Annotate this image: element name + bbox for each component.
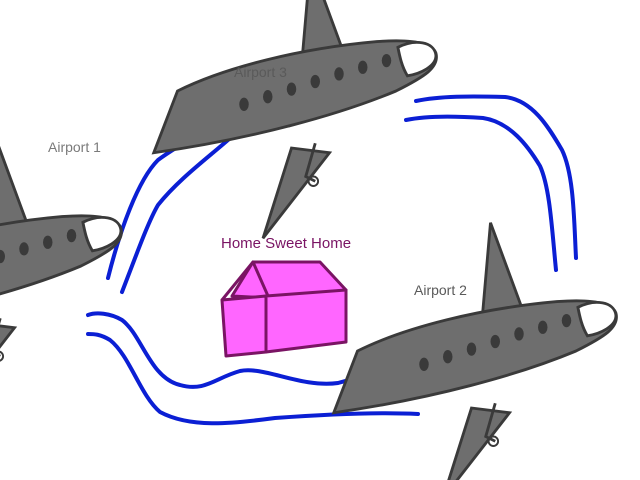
airplane-icon bbox=[0, 136, 123, 415]
route-line-airport2-airport1-upper bbox=[86, 311, 410, 389]
home-label: Home Sweet Home bbox=[221, 235, 352, 252]
airport-1-label: Airport 1 bbox=[48, 139, 101, 155]
route-line-airport3-airport2-outer bbox=[414, 94, 578, 260]
route-line-airport2-airport1-lower bbox=[86, 332, 420, 426]
airplane-icon bbox=[332, 221, 618, 480]
house-icon bbox=[220, 260, 348, 358]
airplane-icon bbox=[152, 0, 438, 240]
airport-3-label: Airport 3 bbox=[234, 64, 287, 80]
route-line-airport1-airport3-inner bbox=[120, 126, 260, 294]
route-line-airport3-airport2-inner bbox=[404, 114, 558, 272]
airport-2-label: Airport 2 bbox=[414, 282, 467, 298]
